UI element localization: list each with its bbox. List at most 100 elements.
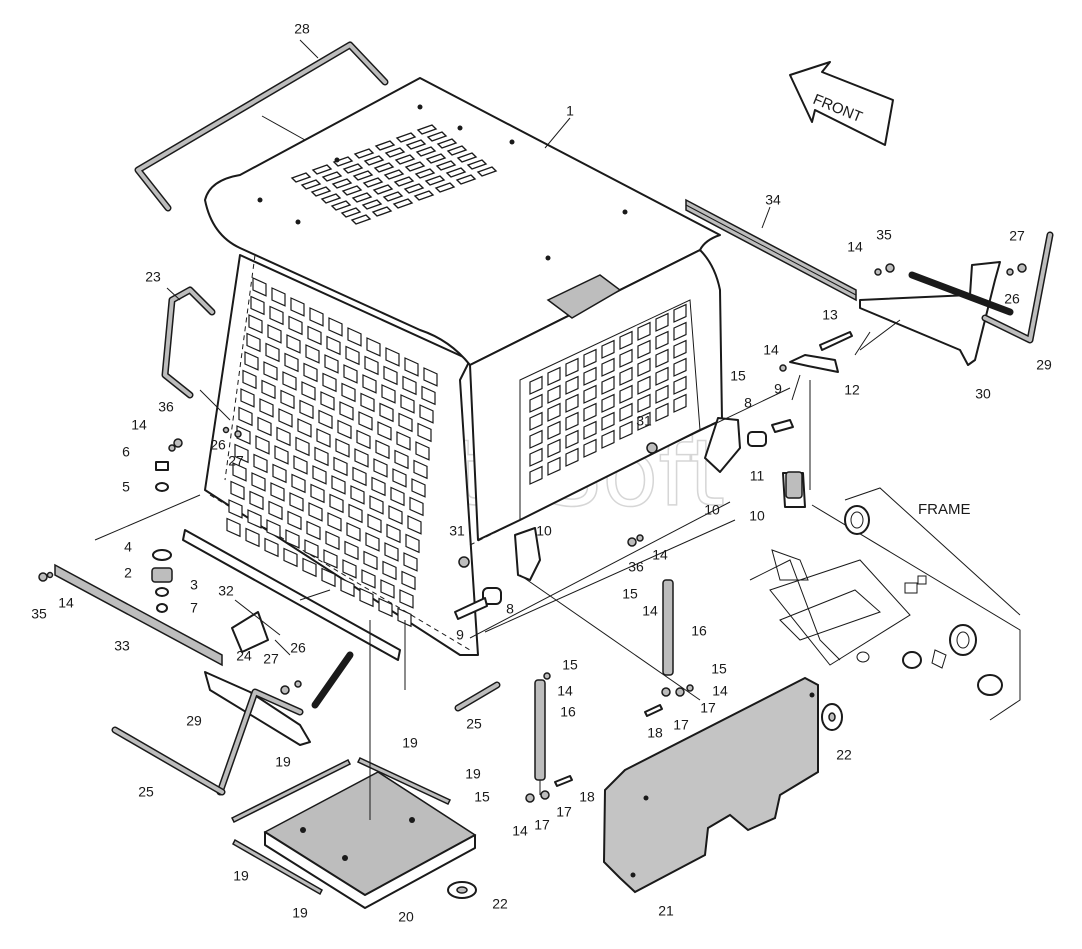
- mesh-cell: [342, 559, 357, 579]
- callout-19d: 19: [233, 868, 249, 884]
- mesh-cell: [529, 447, 543, 467]
- vent-slot: [395, 132, 417, 143]
- mesh-cell: [340, 577, 355, 598]
- vent-slot: [310, 186, 332, 197]
- mesh-cell: [255, 435, 270, 455]
- callout-27c: 27: [1009, 228, 1025, 244]
- mesh-cell: [246, 332, 261, 353]
- mesh-cell: [267, 324, 282, 344]
- mesh-cell: [297, 418, 312, 438]
- mesh-cell: [565, 429, 579, 449]
- mesh-cell: [378, 597, 393, 618]
- mesh-cell: [673, 339, 687, 359]
- callout-17c: 17: [556, 804, 572, 820]
- leader-lines: [94, 39, 901, 820]
- callout-31b: 31: [449, 523, 465, 539]
- mesh-cell: [228, 499, 243, 519]
- vent-slot: [394, 154, 416, 165]
- mesh-cell: [354, 448, 369, 468]
- mesh-cell: [547, 366, 561, 386]
- floor-plate-20: [263, 771, 477, 909]
- mesh-cell: [304, 539, 319, 559]
- callout-24: 24: [236, 648, 252, 664]
- callout-14e: 14: [652, 547, 668, 563]
- mesh-cell: [335, 438, 350, 458]
- callout-14i: 14: [512, 823, 528, 839]
- vent-slot: [413, 190, 435, 201]
- callout-7: 7: [190, 600, 198, 616]
- mesh-cell: [583, 402, 597, 422]
- vent-slot: [466, 159, 488, 170]
- vent-slot: [290, 172, 312, 183]
- mesh-cell: [399, 589, 414, 609]
- callout-36a: 36: [158, 399, 174, 415]
- mesh-cell: [390, 486, 405, 507]
- mesh-cell: [248, 314, 263, 334]
- callout-3: 3: [190, 577, 198, 593]
- mesh-cell: [347, 327, 362, 347]
- mesh-cell: [601, 339, 615, 359]
- mesh-cell: [380, 579, 395, 599]
- callout-31a: 31: [636, 413, 652, 429]
- mesh-cell: [601, 411, 615, 431]
- mesh-cell: [286, 334, 301, 354]
- mesh-cell: [337, 419, 352, 440]
- mesh-cell: [358, 411, 373, 431]
- callout-30: 30: [975, 386, 991, 402]
- vent-slot: [300, 179, 322, 190]
- mesh-cell: [655, 348, 669, 368]
- vent-slot: [374, 140, 396, 151]
- mesh-cell: [421, 385, 436, 406]
- callout-19a: 19: [402, 735, 418, 751]
- mesh-cell: [404, 357, 419, 377]
- vent-slot: [425, 153, 447, 164]
- callout-14a: 14: [131, 417, 147, 433]
- mesh-cell: [253, 453, 268, 474]
- mesh-cell: [637, 393, 651, 413]
- callout-27b: 27: [263, 651, 279, 667]
- callout-26a: 26: [210, 437, 226, 453]
- mesh-cell: [352, 466, 367, 487]
- mesh-cell: [282, 371, 297, 391]
- mesh-cell: [619, 330, 633, 350]
- callout-14g: 14: [557, 683, 573, 699]
- mesh-cell: [356, 429, 371, 450]
- mesh-cell: [365, 532, 380, 552]
- callout-15d: 15: [711, 661, 727, 677]
- vent-slot: [435, 160, 457, 171]
- mesh-cell: [278, 408, 293, 428]
- mesh-cell: [341, 382, 356, 403]
- mesh-cell: [361, 569, 376, 589]
- mesh-cell: [388, 505, 403, 525]
- mesh-cell: [266, 519, 281, 539]
- callout-19e: 19: [292, 905, 308, 921]
- vent-slot: [415, 146, 437, 157]
- callout-16a: 16: [691, 623, 707, 639]
- mesh-cell: [405, 533, 420, 554]
- step-bracket-left: [204, 671, 311, 746]
- mesh-cell: [240, 388, 255, 408]
- mesh-cell: [547, 456, 561, 476]
- vent-slot: [446, 145, 468, 156]
- mesh-cell: [366, 337, 381, 357]
- mesh-cell: [411, 478, 426, 498]
- mesh-cell: [301, 381, 316, 401]
- callout-26b: 26: [290, 640, 306, 656]
- bottom-rail-32: [182, 529, 401, 661]
- mesh-cell: [348, 503, 363, 524]
- mesh-cell: [333, 456, 348, 477]
- mesh-cell: [619, 366, 633, 386]
- mesh-cell: [261, 379, 276, 400]
- callout-29b: 29: [186, 713, 202, 729]
- mesh-cell: [673, 321, 687, 341]
- frame-label: FRAME: [918, 501, 971, 518]
- mesh-cell: [402, 375, 417, 396]
- mesh-cell: [547, 438, 561, 458]
- mesh-cell: [226, 517, 241, 538]
- mount-stack: [151, 549, 173, 613]
- mesh-cell: [291, 473, 306, 494]
- callout-35a: 35: [876, 227, 892, 243]
- step-bracket-30: [859, 261, 1014, 366]
- mesh-cell: [655, 330, 669, 350]
